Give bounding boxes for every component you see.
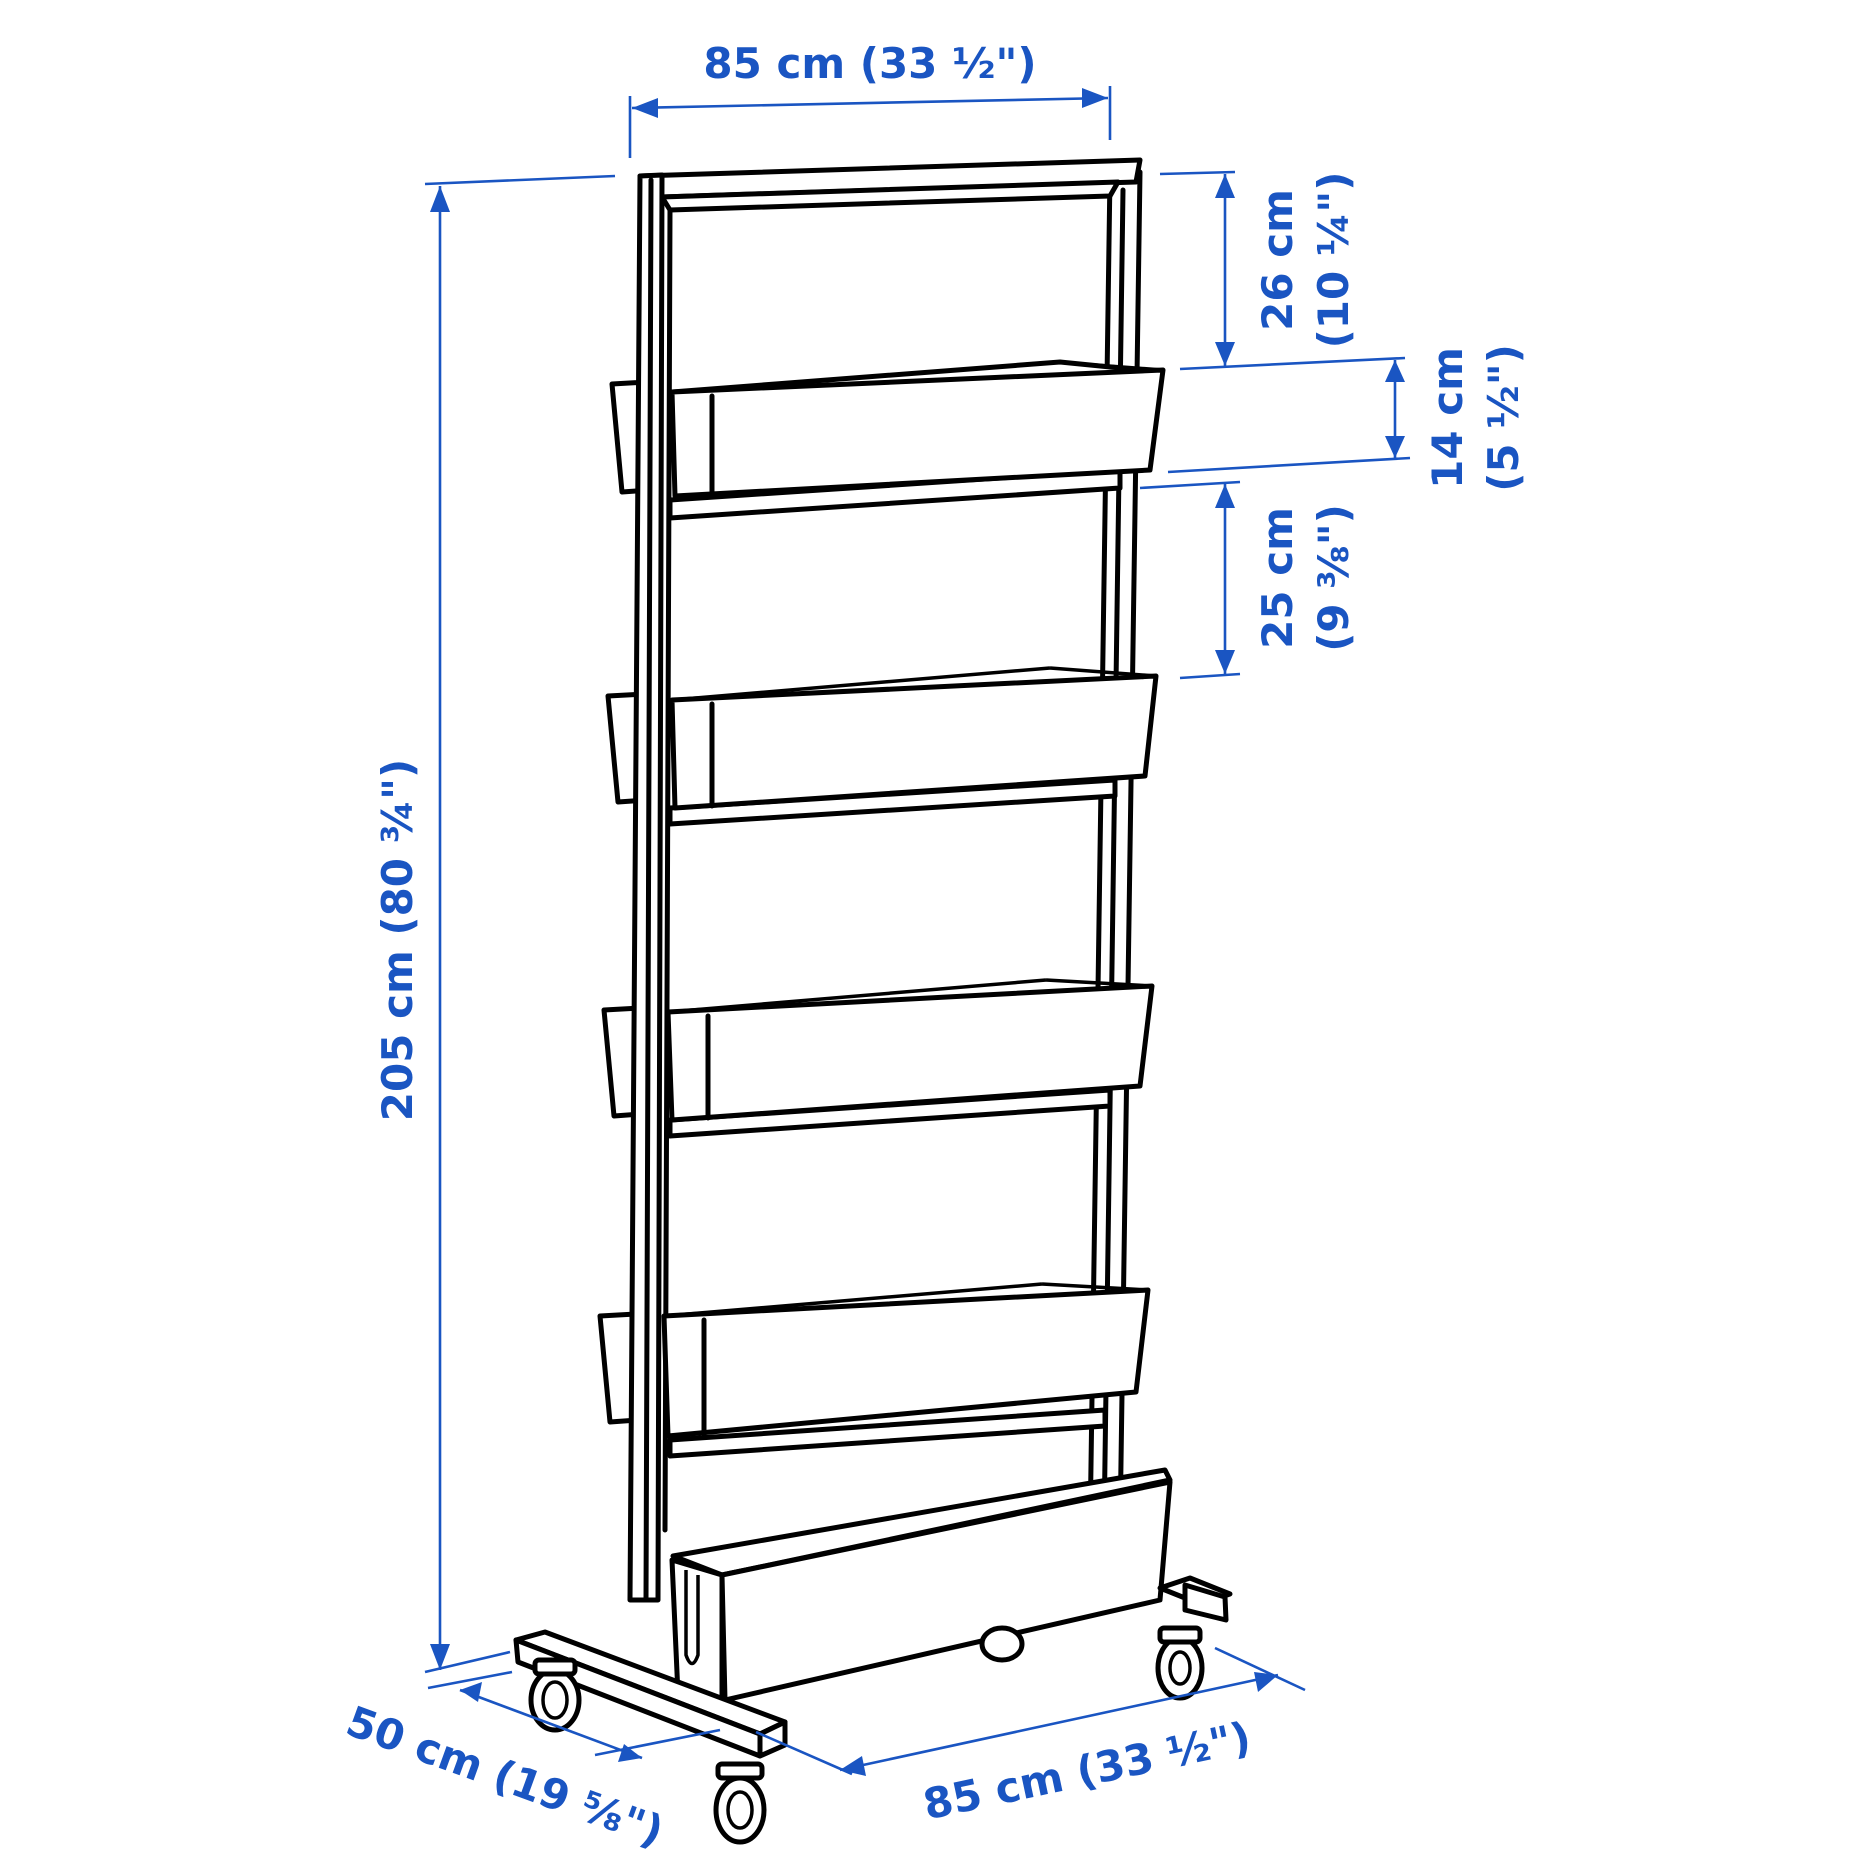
label-top-width: 85 cm (33 ½") <box>703 39 1036 88</box>
left-upright <box>627 172 665 1603</box>
top-frame <box>637 157 1143 1533</box>
caster-front-right <box>713 1761 767 1845</box>
label-top-clearance-cm: 26 cm <box>1253 189 1302 331</box>
right-foot <box>1157 1575 1233 1623</box>
planter-2 <box>605 666 1159 811</box>
label-base-width: 85 cm (33 ½") <box>919 1712 1255 1829</box>
dimension-top-width: 85 cm (33 ½") <box>628 39 1112 158</box>
label-planter-spacing-cm: 25 cm <box>1253 507 1302 649</box>
planter-stand <box>513 157 1233 1845</box>
dimension-planter-height: 14 cm (5 ½") <box>1167 344 1528 492</box>
caster-front-left <box>528 1657 582 1733</box>
label-planter-height-inch: (5 ½") <box>1479 344 1528 492</box>
caster-back-right <box>1155 1625 1205 1701</box>
dimension-planter-spacing: 25 cm (9 ⅜") <box>1139 480 1358 680</box>
dimension-top-clearance: 26 cm (10 ¼") <box>1159 170 1406 371</box>
dimension-total-height: 205 cm (80 ¾") <box>373 174 616 1674</box>
planter-4 <box>597 1282 1151 1439</box>
base-planter <box>669 1467 1173 1703</box>
label-top-clearance-inch: (10 ¼") <box>1309 172 1358 349</box>
label-total-height: 205 cm (80 ¾") <box>373 759 422 1121</box>
label-planter-height-cm: 14 cm <box>1423 347 1472 489</box>
planter-3 <box>601 978 1155 1123</box>
label-planter-spacing-inch: (9 ⅜") <box>1309 504 1358 652</box>
caster-back-left <box>979 1625 1025 1663</box>
label-depth: 50 cm (19 ⅝") <box>340 1696 670 1856</box>
planter-1 <box>609 359 1166 499</box>
